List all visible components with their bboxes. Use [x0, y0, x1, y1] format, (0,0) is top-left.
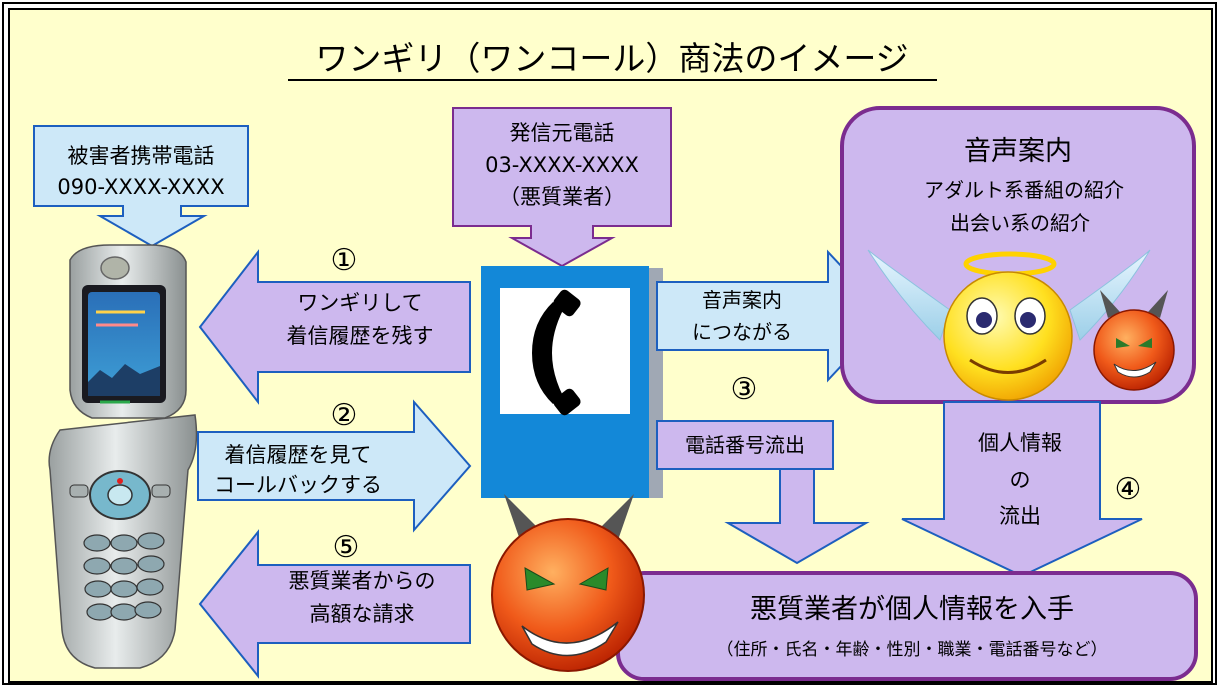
step1-line2: 着信履歴を残す — [287, 324, 434, 348]
result-box: 悪質業者が個人情報を入手 （住所・氏名・年齢・性別・職業・電話番号など） — [616, 571, 1198, 681]
step5-line1: 悪質業者からの — [289, 569, 436, 593]
step4-line3: 流出 — [999, 504, 1041, 528]
source-phone-number: 03-XXXX-XXXX — [485, 153, 639, 177]
step4-line2: の — [1010, 468, 1031, 492]
step3-arrow: ③ 電話番号流出 — [656, 372, 870, 565]
step4-number: ④ — [1115, 472, 1142, 507]
victim-phone-number: 090-XXXX-XXXX — [57, 175, 224, 199]
step4-line1: 個人情報 — [978, 431, 1062, 455]
result-title: 悪質業者が個人情報を入手 — [750, 594, 1074, 625]
victim-phone-callout: 被害者携帯電話 090-XXXX-XXXX — [33, 125, 249, 248]
connect-line1: 音声案内 — [702, 288, 782, 312]
voice-guide-line1: アダルト系番組の紹介 — [924, 178, 1124, 202]
voice-guide-line2: 出会い系の紹介 — [950, 211, 1090, 235]
step3-label: 電話番号流出 — [685, 433, 805, 457]
step1-line1: ワンギリして — [297, 291, 422, 315]
step3-number: ③ — [731, 372, 758, 407]
step5-number: ⑤ — [333, 530, 360, 565]
large-devil-smiley — [491, 494, 645, 672]
connect-arrow: 音声案内 につながる — [656, 249, 890, 383]
page-title: ワンギリ（ワンコール）商法のイメージ — [315, 39, 908, 78]
step1-arrow: ① ワンギリして 着信履歴を残す — [198, 243, 471, 405]
telephone-handset-icon — [532, 289, 581, 416]
source-phone-callout: 発信元電話 03-XXXX-XXXX （悪質業者） — [452, 107, 672, 268]
step4-arrow: 個人情報 の 流出 ④ — [901, 401, 1143, 578]
step1-number: ① — [331, 243, 358, 278]
victim-phone-label: 被害者携帯電話 — [68, 144, 215, 168]
angel-smiley — [867, 249, 1151, 401]
source-phone-label: 発信元電話 — [510, 121, 615, 145]
flip-phone-illustration — [48, 244, 198, 669]
step2-line2: コールバックする — [214, 473, 382, 497]
step5-arrow: ⑤ 悪質業者からの 高額な請求 — [198, 529, 471, 679]
source-phone-note: （悪質業者） — [499, 185, 625, 209]
small-devil-smiley — [1093, 290, 1175, 391]
step2-arrow: ② 着信履歴を見て コールバックする — [197, 398, 472, 533]
step2-number: ② — [331, 398, 358, 433]
step2-line1: 着信履歴を見て — [225, 443, 372, 467]
step5-line2: 高額な請求 — [310, 602, 415, 626]
caller-phone-box — [481, 266, 663, 498]
connect-line2: につながる — [692, 320, 792, 344]
voice-guide-title: 音声案内 — [964, 136, 1072, 167]
result-detail: （住所・氏名・年齢・性別・職業・電話番号など） — [717, 640, 1108, 660]
